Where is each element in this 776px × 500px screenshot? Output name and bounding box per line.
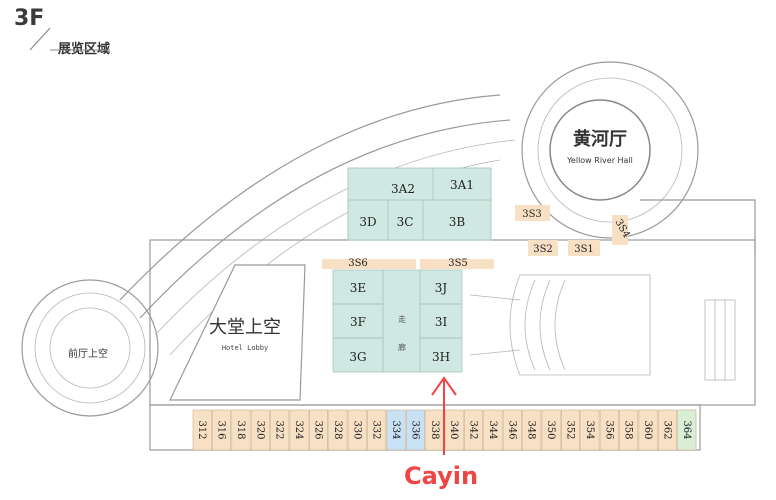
booth-344 (483, 409, 503, 451)
hotel-lobby-cn: 大堂上空 (209, 317, 281, 338)
booth-312 (192, 409, 212, 451)
yellow-river-hall-cn: 黄河厅 (573, 128, 627, 150)
booth-label-316: 316 (216, 420, 227, 439)
auditorium (469, 274, 651, 376)
escalators (704, 299, 736, 381)
highlight-arrow (431, 376, 457, 455)
booth-326 (309, 409, 328, 451)
booth-label-338: 338 (429, 420, 440, 439)
room-3d: 3D (359, 215, 376, 229)
booth-label-356: 356 (603, 420, 614, 439)
hotel-lobby-void (169, 264, 306, 401)
booth-350 (541, 409, 561, 451)
front-hall-label: 前厅上空 (68, 347, 108, 360)
zone-3s1-box (568, 240, 600, 256)
zone-3s3: 3S3 (522, 209, 542, 220)
booth-322 (270, 409, 290, 451)
booth-label-364: 364 (681, 420, 692, 439)
booth-348 (522, 409, 542, 451)
booth-label-360: 360 (642, 420, 653, 439)
yellow-river-rotunda (521, 61, 699, 239)
booth-358 (619, 409, 639, 451)
booth-label-324: 324 (293, 420, 304, 439)
zone-3s3-box (515, 205, 550, 221)
booth-label-330: 330 (351, 420, 362, 439)
booth-row: 312 316 318 320 322 324 326 328 330 332 334 336 338 3… (192, 409, 697, 451)
zone-3s1: 3S1 (574, 244, 594, 255)
booth-label-340: 340 (448, 420, 459, 439)
booth-354 (580, 409, 600, 451)
front-hall-rotunda (21, 279, 159, 417)
corridor-char-1: 走 (398, 315, 406, 324)
zone-3s4-box (612, 215, 628, 245)
booth-356 (599, 409, 619, 451)
booth-label-352: 352 (565, 420, 576, 439)
booth-label-344: 344 (487, 420, 498, 439)
room-3b: 3B (449, 215, 466, 229)
booth-342 (464, 409, 484, 451)
booth-label-358: 358 (623, 420, 634, 439)
highlight-label-cayin: Cayin (404, 462, 479, 490)
room-3j: 3J (435, 281, 448, 295)
booth-362 (657, 409, 677, 451)
booth-label-336: 336 (409, 420, 420, 439)
booth-330 (347, 409, 367, 451)
corridor (382, 269, 421, 373)
east-room-block: 3J 3I 3H (419, 269, 463, 373)
floor-number: 3F (14, 6, 45, 31)
booth-label-312: 312 (196, 420, 207, 439)
booth-320 (250, 409, 270, 451)
zone-3s6-strip (322, 259, 416, 269)
room-3f: 3F (350, 315, 366, 329)
booth-label-322: 322 (274, 420, 285, 439)
booth-label-334: 334 (390, 420, 401, 439)
booth-336 (405, 409, 425, 451)
corridor-char-2: 廊 (398, 342, 406, 352)
room-3h: 3H (432, 350, 450, 364)
room-3g: 3G (349, 350, 366, 364)
room-3a2: 3A2 (391, 182, 415, 196)
booth-316 (212, 409, 232, 451)
booth-334 (386, 409, 406, 451)
yellow-river-hall-en: Yellow River Hall (566, 156, 633, 165)
room-3e: 3E (350, 281, 366, 295)
booth-label-332: 332 (371, 420, 382, 439)
booth-332 (367, 409, 387, 451)
booth-label-354: 354 (584, 420, 595, 439)
booth-346 (502, 409, 522, 451)
north-room-block: 3A1 3A2 3B 3C 3D (347, 167, 492, 241)
booth-label-318: 318 (235, 420, 246, 439)
booth-label-328: 328 (332, 420, 343, 439)
booth-318 (231, 409, 251, 451)
room-3c: 3C (397, 215, 414, 229)
west-room-block: 3E 3F 3G (332, 269, 384, 373)
booth-label-320: 320 (254, 420, 265, 439)
hotel-lobby-en: Hotel Lobby (222, 344, 268, 352)
booth-label-348: 348 (526, 420, 537, 439)
booth-label-346: 346 (506, 420, 517, 439)
zone-3s5: 3S5 (448, 258, 468, 269)
header-slash (29, 27, 51, 51)
booth-label-342: 342 (468, 420, 479, 439)
booth-364 (677, 409, 697, 451)
zone-3s2: 3S2 (533, 244, 553, 255)
booth-label-350: 350 (545, 420, 556, 439)
zone-3s5-strip (420, 259, 494, 269)
booth-label-326: 326 (313, 420, 324, 439)
booth-324 (289, 409, 309, 451)
room-3a1: 3A1 (450, 178, 474, 192)
zone-3s6: 3S6 (348, 258, 368, 269)
booth-label-362: 362 (661, 420, 672, 439)
booth-360 (638, 409, 658, 451)
room-3i: 3I (435, 315, 448, 329)
booth-352 (561, 409, 580, 451)
zone-3s2-box (528, 240, 558, 256)
booth-328 (328, 409, 348, 451)
